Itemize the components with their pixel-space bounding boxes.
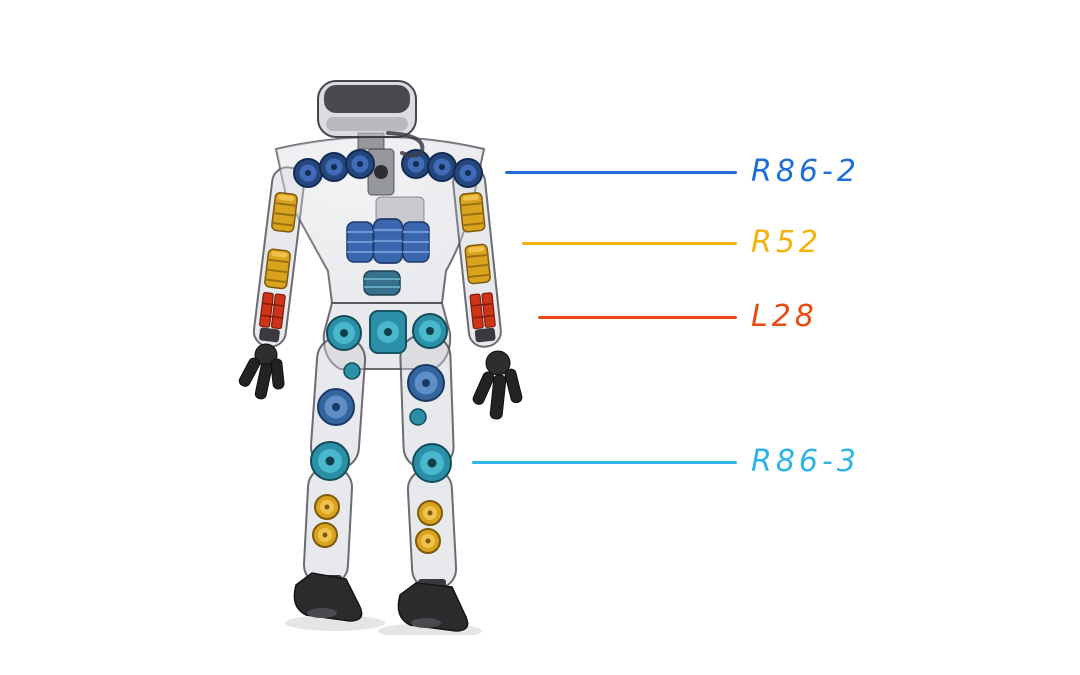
callout-r86-2: R86-2: [505, 152, 860, 192]
right-hand-gripper: [472, 350, 523, 420]
left-hand-gripper: [238, 343, 285, 400]
robot-head: [317, 80, 425, 158]
callout-label-r86-2: R86-2: [751, 154, 860, 189]
callout-label-l28: L28: [751, 299, 818, 334]
knee-actuators: [310, 441, 452, 483]
left-arm-actuators: [258, 191, 299, 343]
robot-illustration: [230, 75, 530, 635]
callout-r52: R52: [522, 223, 822, 263]
callout-label-r86-3: R86-3: [751, 444, 860, 479]
callout-l28: L28: [538, 297, 818, 337]
robot-svg: [238, 80, 523, 635]
hip-actuators: [326, 310, 448, 354]
feet: [293, 572, 469, 632]
callout-line-r52: [522, 241, 737, 245]
callout-line-r86-2: [505, 170, 737, 174]
callout-label-r52: R52: [751, 225, 823, 260]
torso-actuators: [346, 217, 430, 296]
callout-line-r86-3: [472, 460, 737, 464]
callout-line-l28: [538, 315, 737, 319]
thigh-actuators: [317, 362, 445, 426]
callout-r86-3: R86-3: [472, 442, 860, 482]
right-arm-actuators: [458, 191, 497, 343]
